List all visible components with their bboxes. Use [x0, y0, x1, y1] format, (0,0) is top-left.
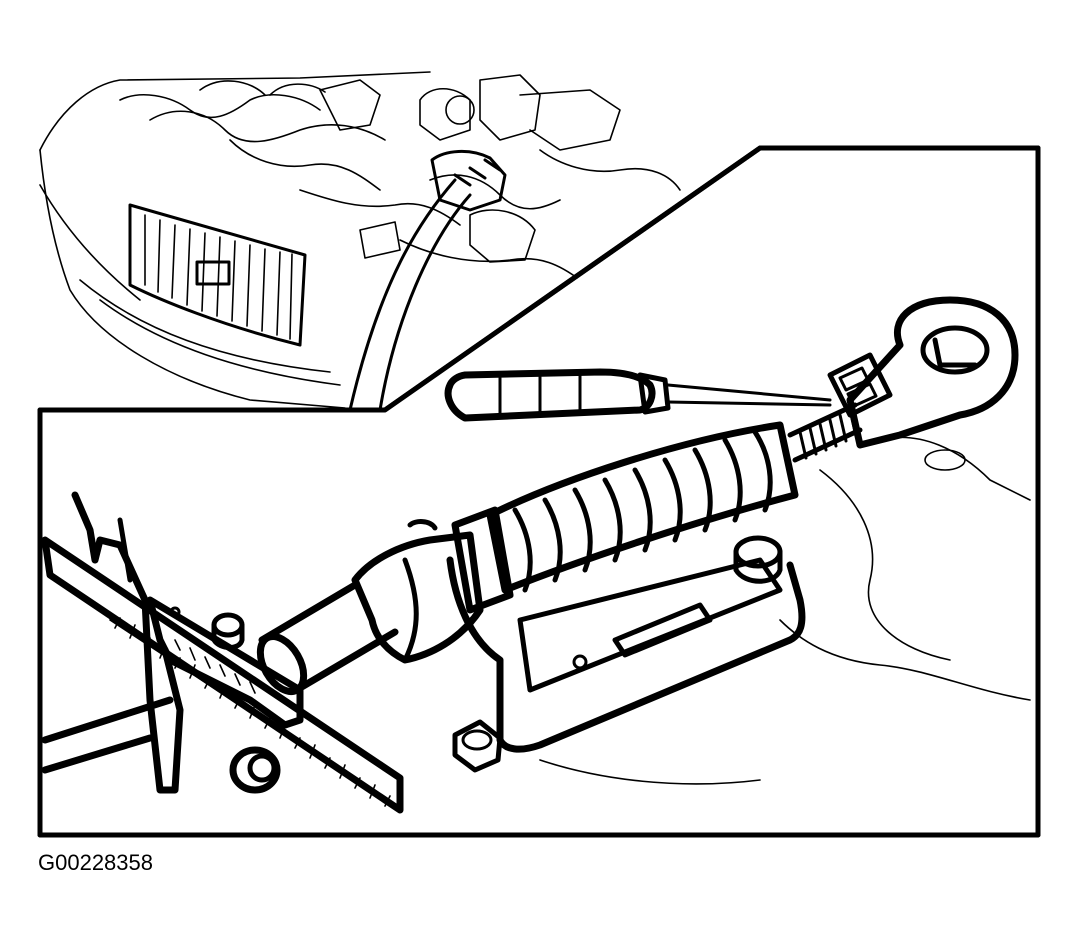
tie-rod-end — [827, 296, 1019, 449]
figure-id-label: G00228358 — [38, 850, 153, 875]
callout-leader-line — [378, 193, 472, 412]
caliper-lock-screw — [211, 612, 245, 650]
lower-bolt — [452, 719, 503, 773]
mounting-bolt — [733, 535, 783, 584]
engine-bay — [119, 74, 681, 281]
tie-rod-thread — [787, 402, 863, 463]
caliper-thumb-wheel — [229, 746, 281, 794]
callout-leader-line — [348, 178, 457, 412]
steering-boot-bellows — [486, 421, 799, 594]
steering-rack-detail — [41, 296, 1031, 814]
vernier-caliper — [41, 491, 404, 814]
vehicle-front-inset — [39, 71, 681, 409]
screwdriver — [444, 368, 832, 422]
grille — [128, 203, 307, 347]
